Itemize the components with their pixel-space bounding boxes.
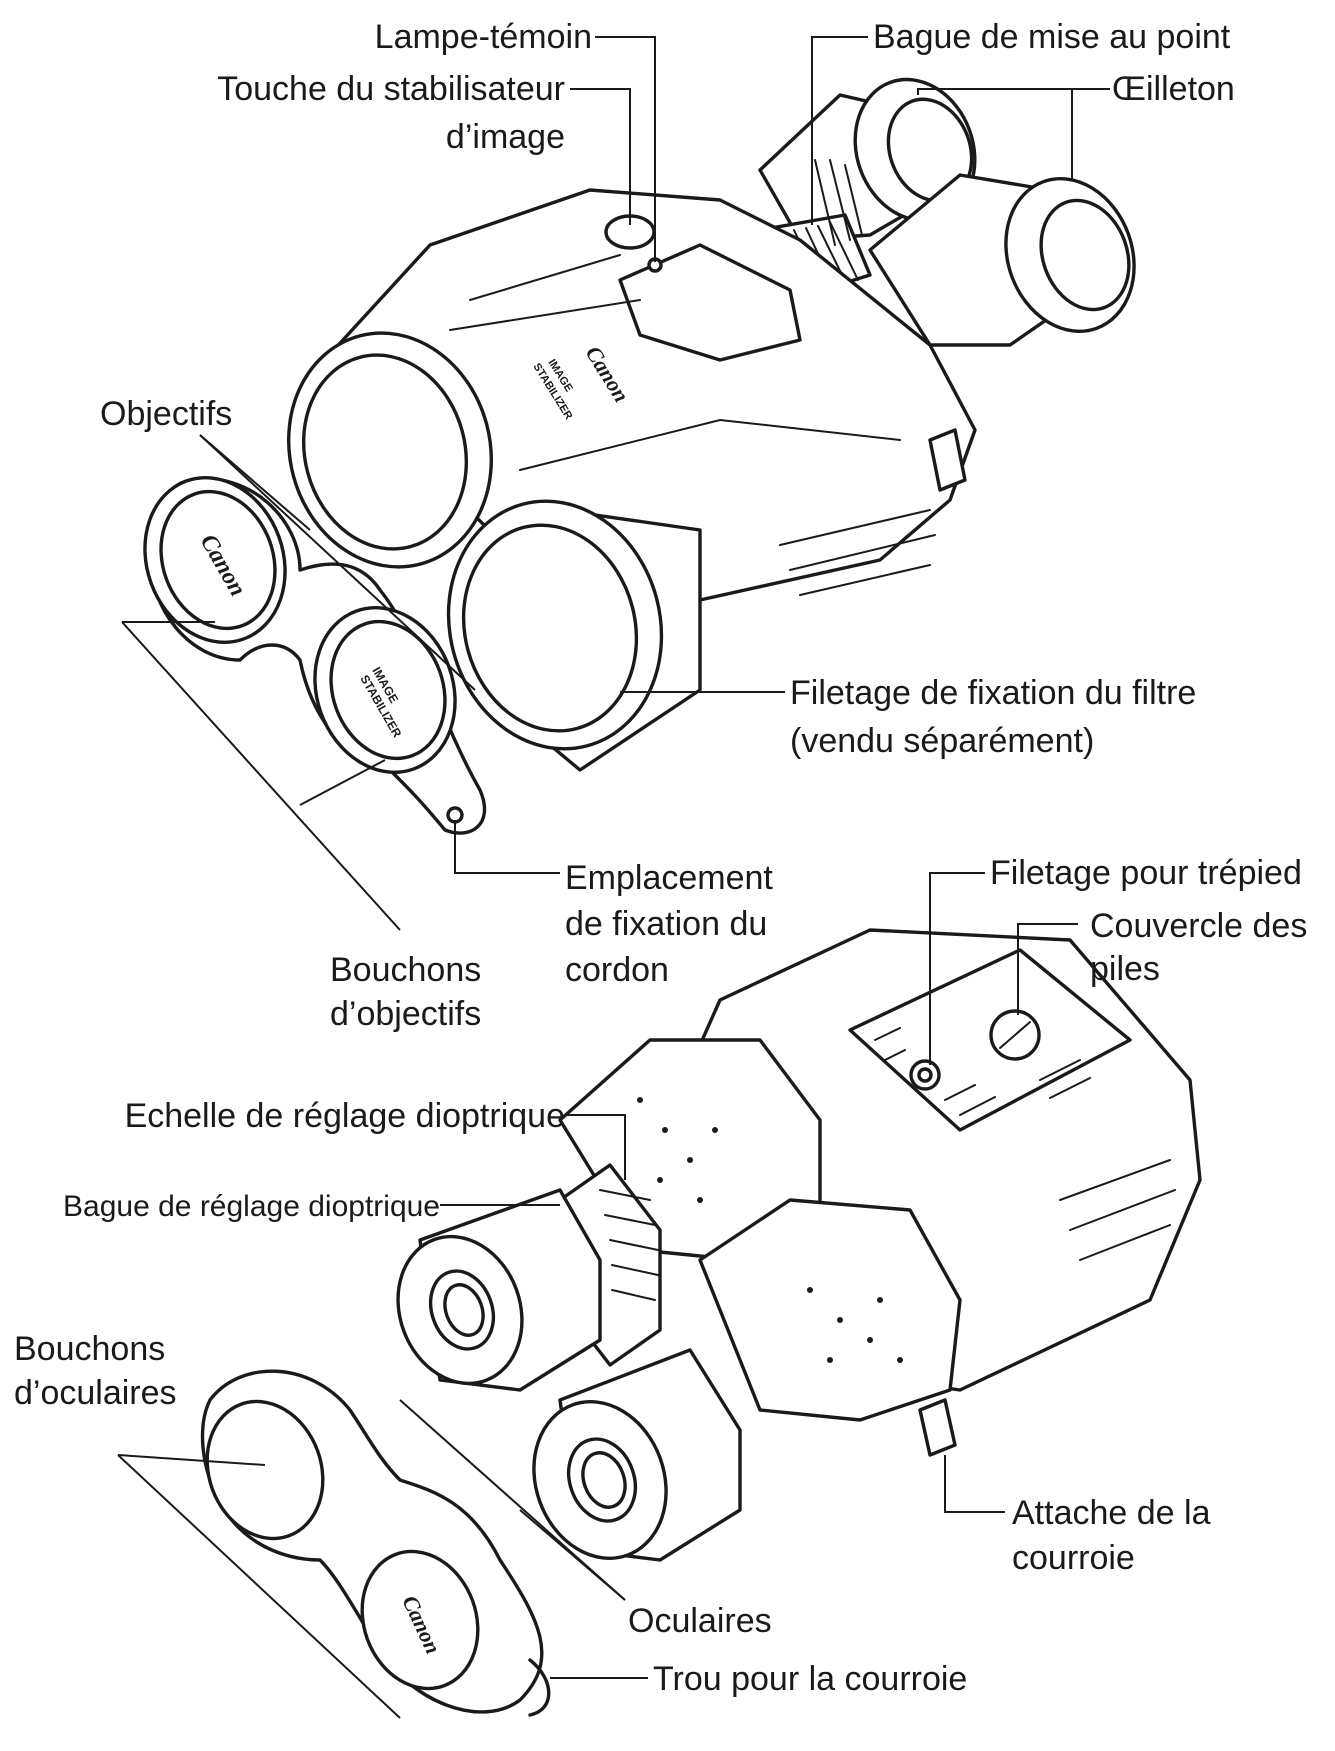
- label-indicator-lamp: Lampe-témoin: [374, 18, 592, 56]
- label-eyepieces: Oculaires: [628, 1602, 772, 1640]
- label-objective-caps-line2: d’objectifs: [330, 995, 482, 1033]
- label-battery-cover-line2: piles: [1090, 950, 1160, 988]
- prism-housing: [618, 243, 802, 362]
- grip-texture-dots: [637, 1097, 903, 1363]
- label-stabilizer-button-line1: Touche du stabilisateur: [217, 70, 565, 108]
- right-objective-lens: [461, 523, 639, 733]
- label-focus-ring: Bague de mise au point: [873, 18, 1231, 56]
- label-diopter-scale: Echelle de réglage dioptrique: [124, 1097, 565, 1135]
- label-filter-thread-line2: (vendu séparément): [790, 722, 1095, 760]
- label-eyepiece-caps-line2: d’oculaires: [14, 1374, 177, 1412]
- strap-lug-top: [928, 428, 967, 492]
- label-strap-attachment-line2: courroie: [1012, 1539, 1135, 1577]
- left-objective-lens: [301, 353, 469, 551]
- label-cord-mount-line1: Emplacement: [565, 859, 773, 897]
- binoculars-front-view: Canon IMAGE STABILIZER: [286, 77, 1136, 772]
- label-strap-attachment-line1: Attache de la: [1012, 1494, 1211, 1532]
- label-eyecup: Œilleton: [1112, 70, 1235, 108]
- label-strap-hole: Trou pour la courroie: [653, 1660, 968, 1698]
- label-tripod-thread: Filetage pour trépied: [990, 854, 1302, 892]
- label-cord-mount-line3: cordon: [565, 951, 669, 989]
- label-stabilizer-button-line2: d’image: [445, 118, 565, 156]
- right-barrel-rear: [698, 1198, 962, 1422]
- binoculars-rear-view: [396, 928, 1202, 1562]
- label-objectives: Objectifs: [100, 395, 233, 433]
- label-filter-thread-line1: Filetage de fixation du filtre: [790, 674, 1197, 712]
- label-diopter-ring: Bague de réglage dioptrique: [63, 1190, 440, 1223]
- leader-lines: [117, 36, 1110, 1719]
- label-eyepiece-caps-line1: Bouchons: [14, 1330, 166, 1368]
- label-battery-cover-line1: Couvercle des: [1090, 907, 1308, 945]
- strap-lug-bottom: [918, 1398, 957, 1457]
- eyepiece-caps-illustration: Canon: [200, 1369, 551, 1717]
- objective-caps-illustration: Canon IMAGE STABILIZER: [143, 476, 487, 835]
- label-cord-mount-line2: de fixation du: [565, 905, 768, 943]
- label-objective-caps-line1: Bouchons: [330, 951, 482, 989]
